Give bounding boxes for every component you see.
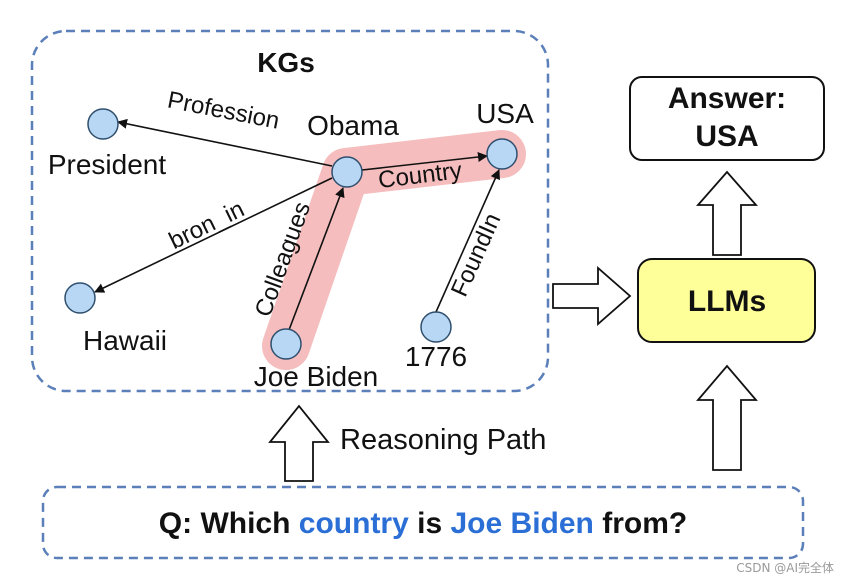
kg-panel-title: KGs [257,47,315,78]
node-1776 [420,311,452,343]
edge-found-in-line [435,169,500,313]
question-middle: is [409,507,451,540]
node-hawaii [64,282,96,314]
kg-panel [30,29,550,393]
node-joe-biden-label: Joe Biden [254,361,379,392]
node-obama-label: Obama [307,110,399,141]
answer-line-1: Answer: [668,82,786,115]
question-highlight-country: country [299,507,409,540]
reasoning-path-label: Reasoning Path [340,424,546,456]
question-highlight-joe-biden: Joe Biden [451,507,594,540]
edge-found-in-label: FoundIn [446,209,506,300]
node-hawaii-label: Hawaii [83,325,167,356]
edge-country-line [361,152,488,171]
edge-profession-label: Profession [165,87,281,135]
node-usa [486,138,518,170]
question-to-kg-arrow [268,404,330,482]
edge-born-in-line [94,177,333,293]
node-president-label: President [48,149,167,180]
llm-box [637,258,816,343]
question-box [41,485,805,560]
question-prefix: Q: Which [159,507,299,540]
llm-box-label: LLMs [688,285,766,318]
node-1776-label: 1776 [405,341,467,372]
answer-line-2: USA [695,120,758,153]
question-to-llm-arrow [696,364,758,471]
node-obama [331,156,363,188]
edge-born-in-label: bron_in [165,196,249,255]
edge-colleagues-line [288,187,345,331]
question-text: Q: Which country is Joe Biden from? [159,507,687,540]
llm-to-answer-arrow [696,170,758,256]
answer-box [629,76,825,161]
node-joe-biden [270,328,302,360]
node-president [87,108,119,140]
kg-to-llm-arrow [552,266,632,326]
node-usa-label: USA [476,98,534,129]
question-suffix: from? [594,507,687,540]
watermark: CSDN @AI完全体 [736,561,834,575]
edge-profession-line [117,118,333,167]
